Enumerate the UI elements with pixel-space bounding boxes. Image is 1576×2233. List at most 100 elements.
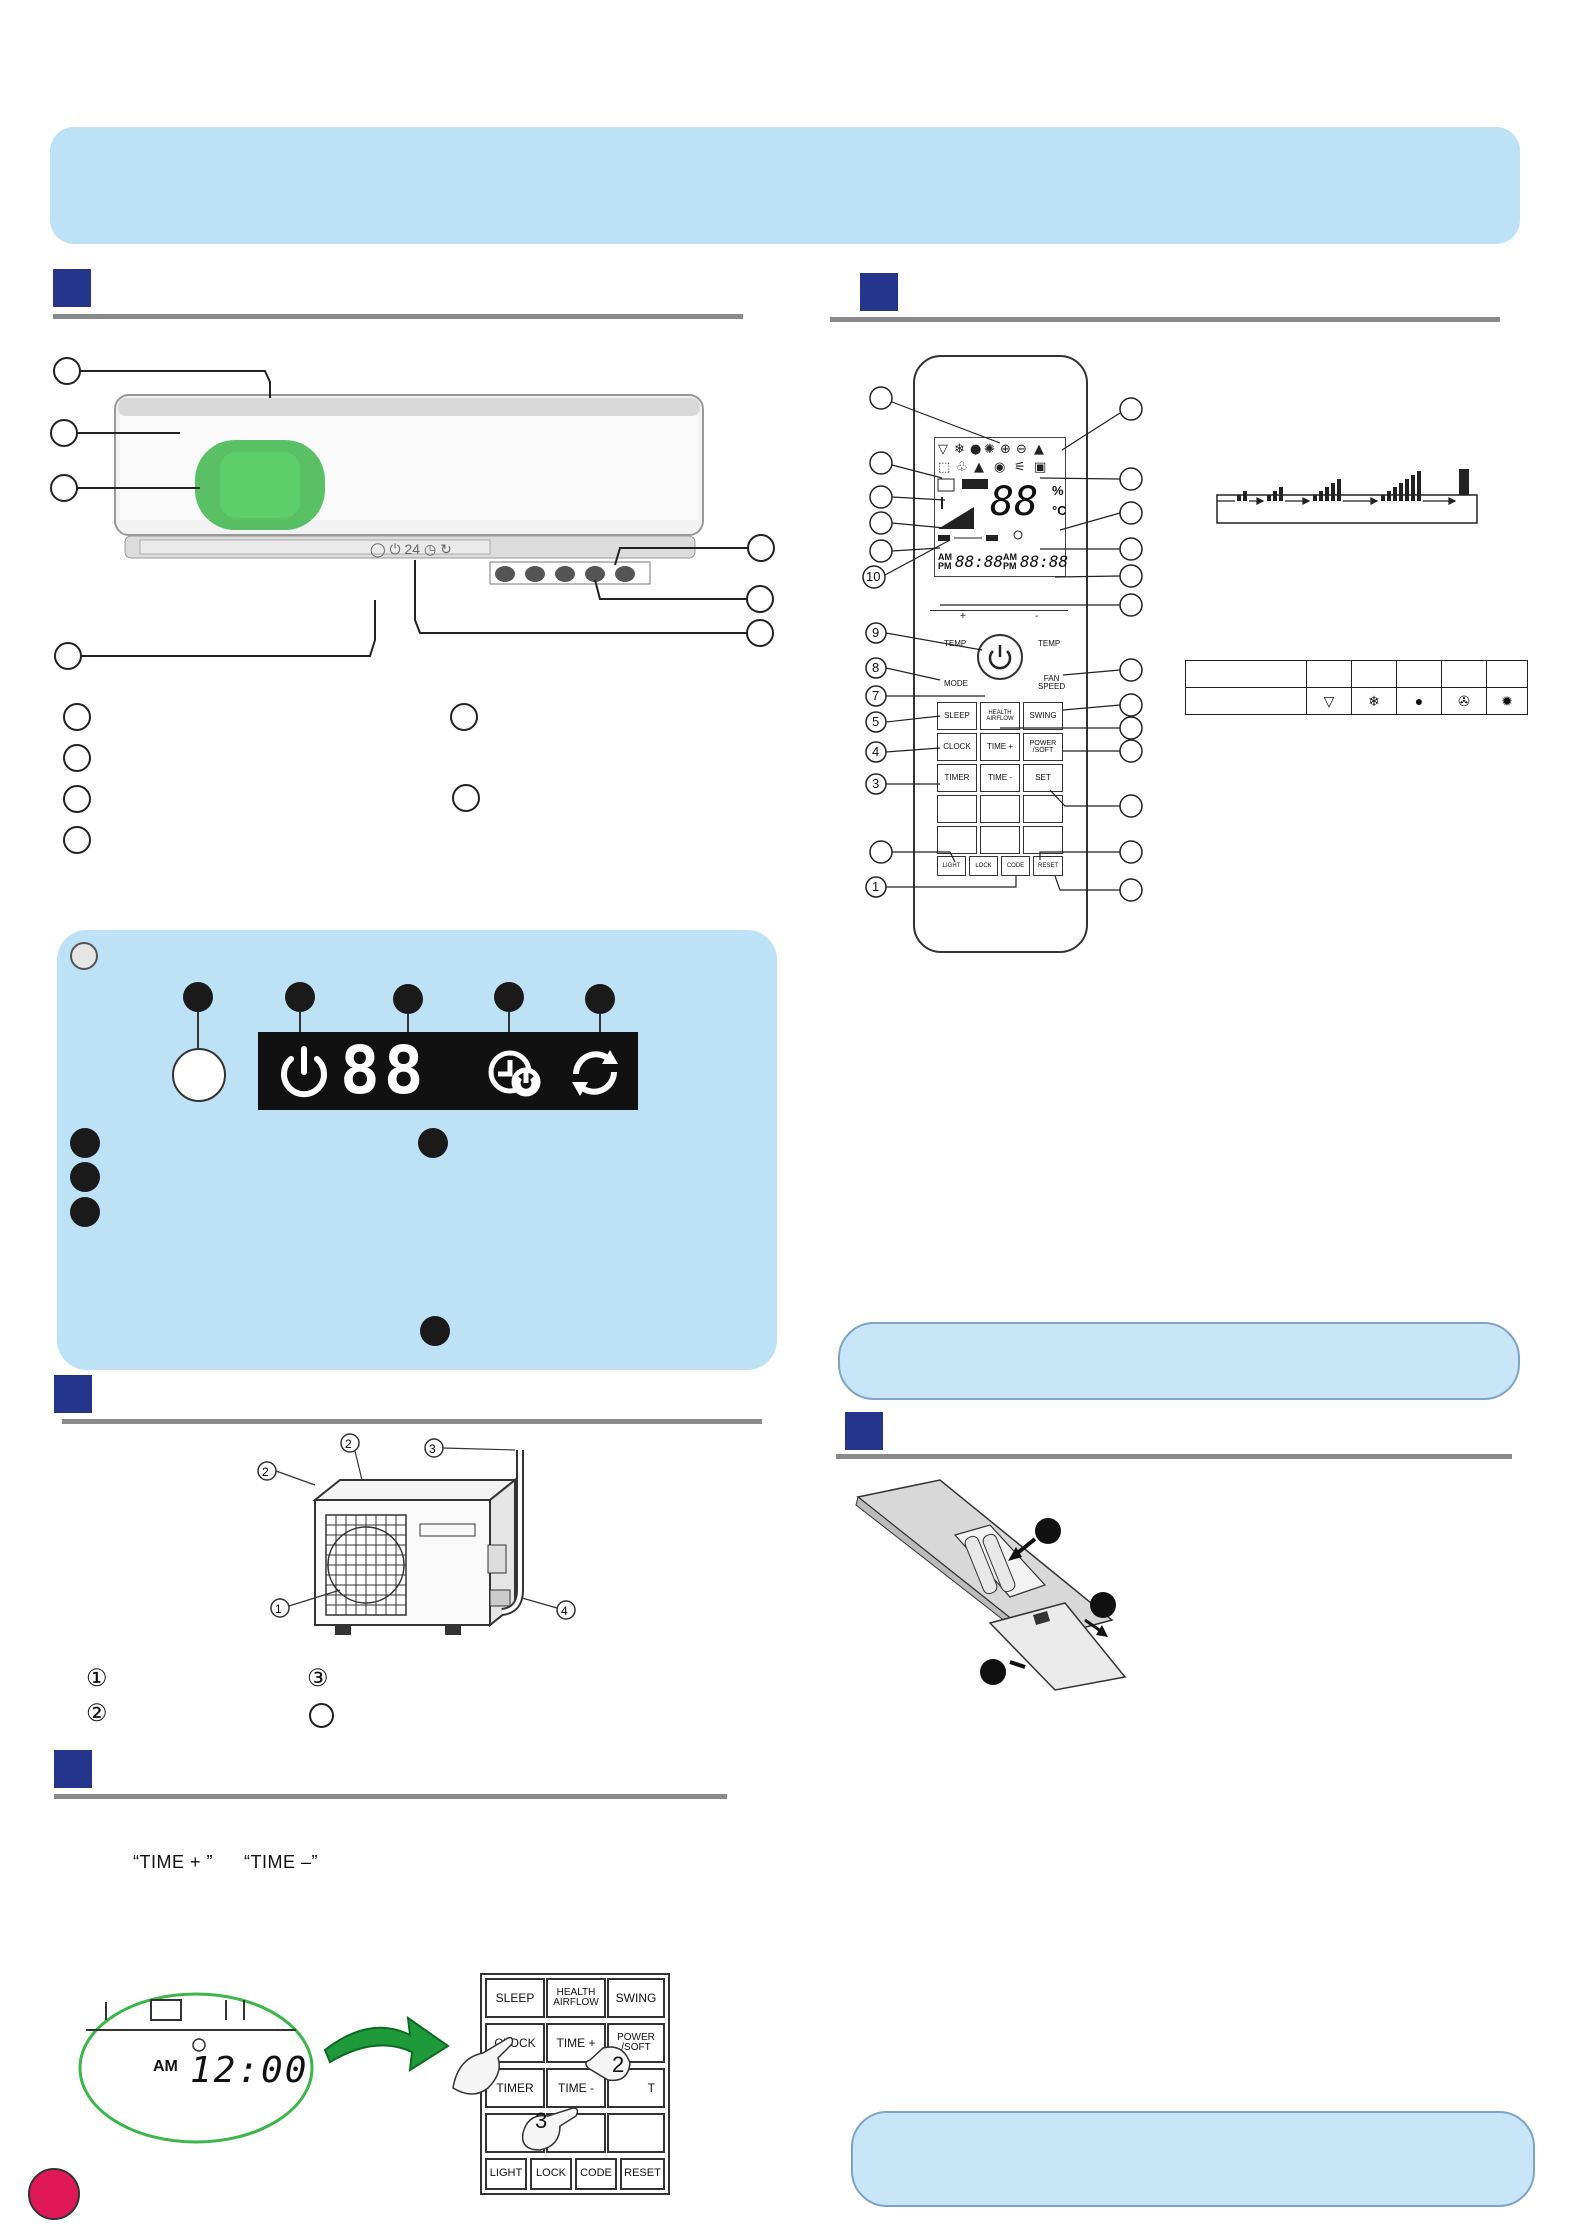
svg-text:♧: ♧	[956, 460, 968, 475]
svg-text:2: 2	[262, 1465, 269, 1479]
remote-clock-button[interactable]: CLOCK	[937, 733, 977, 761]
remote-blank-button[interactable]	[937, 795, 977, 823]
remote-time-plus-button[interactable]: TIME +	[980, 733, 1020, 761]
remote-blank-button[interactable]	[980, 826, 1020, 854]
keypad-timer-button[interactable]: TIMER	[485, 2068, 545, 2108]
remote-reset-button[interactable]: RESET	[1033, 856, 1063, 876]
remote-time-minus-button[interactable]: TIME -	[980, 764, 1020, 792]
clock-am-label: AM	[153, 2058, 178, 2075]
remote-callout-10: 10	[866, 569, 881, 584]
mode-table: ▽ ❄ ● ✇ ✹	[1185, 660, 1528, 715]
remote-code-button[interactable]: CODE	[1001, 856, 1030, 876]
legend-marker	[63, 826, 91, 854]
top-banner	[50, 127, 1520, 244]
remote-callout-3: 3	[872, 776, 880, 791]
remote-set-button[interactable]: SET	[1023, 764, 1063, 792]
page-marker	[28, 2168, 80, 2220]
clock-zoom-illustration	[78, 1992, 314, 2144]
sun-icon: ✹	[1486, 687, 1528, 715]
remote-health-airflow-button[interactable]: HEALTH AIRFLOW	[980, 702, 1020, 730]
legend-marker	[63, 785, 91, 813]
section-rule-indoor-unit	[53, 314, 743, 319]
keypad-code-button[interactable]: CODE	[575, 2158, 617, 2190]
display-callout-dot	[393, 984, 423, 1014]
svg-text:⊖: ⊖	[1016, 442, 1027, 457]
display-callout-dot	[183, 982, 213, 1012]
remote-swing-button[interactable]: SWING	[1023, 702, 1063, 730]
remote-lcd-percent: %	[1052, 483, 1064, 498]
keypad-light-button[interactable]: LIGHT	[485, 2158, 527, 2190]
remote-lcd-icons: ▽❄●✺⊕⊖▲ ⬚♧▲◉⚟▣	[937, 442, 1046, 541]
outdoor-unit-illustration: 2 3 2 1 4	[257, 1433, 576, 1635]
remote-light-button[interactable]: LIGHT	[937, 856, 966, 876]
keypad-health-airflow-button[interactable]: HEALTH AIRFLOW	[546, 1978, 606, 2018]
remote-sleep-button[interactable]: SLEEP	[937, 702, 977, 730]
section-rule-batteries	[836, 1454, 1512, 1459]
clock-time-display: 12:00	[190, 2050, 309, 2091]
legend-marker	[452, 784, 480, 812]
remote-blank-button[interactable]	[1023, 826, 1063, 854]
display-callout-dot	[285, 982, 315, 1012]
remote-lock-button[interactable]: LOCK	[969, 856, 998, 876]
panel-bullet-dot	[70, 1128, 100, 1158]
remote-lcd	[934, 437, 1066, 577]
legend-marker	[63, 703, 91, 731]
remote-blank-button[interactable]	[980, 795, 1020, 823]
keypad-swing-button[interactable]: SWING	[607, 1978, 665, 2018]
panel-bullet-dot	[420, 1316, 450, 1346]
drop-icon: ●	[1396, 687, 1442, 715]
step-2-label: 2	[612, 2052, 625, 2077]
power-icon	[988, 645, 1012, 670]
remote-power-button[interactable]	[977, 634, 1023, 680]
remote-timer-button[interactable]: TIMER	[937, 764, 977, 792]
section-marker-outdoor-unit	[54, 1375, 92, 1413]
section-rule-remote	[830, 317, 1500, 322]
remote-lcd-time-2: 88:88	[1020, 552, 1069, 571]
svg-text:●: ●	[970, 442, 981, 457]
outdoor-legend-2: ②	[86, 1700, 108, 1727]
svg-text:▣: ▣	[1034, 460, 1046, 475]
arrow-icon	[323, 2015, 450, 2072]
keypad-lock-button[interactable]: LOCK	[530, 2158, 572, 2190]
remote-fan-speed-button[interactable]: FAN SPEED	[1038, 674, 1066, 691]
remote-temp-area	[930, 610, 1068, 691]
timer-icon	[488, 1050, 541, 1097]
remote-temp-down-button[interactable]: TEMP	[1038, 639, 1061, 648]
legend-marker	[450, 703, 478, 731]
keypad-time-minus-button[interactable]: TIME -	[546, 2068, 606, 2108]
keypad-reset-button[interactable]: RESET	[620, 2158, 665, 2190]
fan-icon: ✇	[1441, 687, 1487, 715]
remote-blank-button[interactable]	[1023, 795, 1063, 823]
note-box-batteries	[851, 2111, 1535, 2207]
remote-blank-button[interactable]	[937, 826, 977, 854]
display-callout-dot	[494, 982, 524, 1012]
svg-text:4: 4	[561, 1604, 568, 1618]
remote-power-soft-button[interactable]: POWER /SOFT	[1023, 733, 1063, 761]
note-box-remote	[838, 1322, 1520, 1400]
quote-time-buttons: “TIME + ” “TIME –”	[133, 1852, 318, 1873]
indoor-unit-illustration: ◯ ⏻ 24 ◷ ↻	[50, 357, 775, 670]
section-marker-indoor-unit	[53, 269, 91, 307]
remote-lcd-pm: PM	[938, 561, 952, 571]
svg-text:◉: ◉	[994, 460, 1005, 475]
svg-text:⬚: ⬚	[938, 460, 950, 475]
remote-lcd-temp: 88	[990, 479, 1039, 525]
fan-speed-diagram	[1216, 469, 1478, 524]
keypad-blank-button[interactable]	[607, 2113, 665, 2153]
outdoor-legend-3: ③	[307, 1665, 329, 1692]
remote-mode-button[interactable]: MODE	[944, 679, 968, 688]
panel-bullet-dot	[70, 1162, 100, 1192]
remote-temp-up-button[interactable]: TEMP	[944, 639, 967, 648]
section-marker-clock	[54, 1750, 92, 1788]
legend-marker	[309, 1703, 334, 1728]
svg-text:1: 1	[275, 1602, 282, 1616]
auto-icon: ▽	[1306, 687, 1352, 715]
remote-lcd-time-1: 88:88	[955, 552, 1004, 571]
remote-callout-5: 5	[872, 714, 880, 729]
keypad-sleep-button[interactable]: SLEEP	[485, 1978, 545, 2018]
remote-temp-plus-sign: +	[960, 611, 966, 622]
panel-bullet-dot	[70, 1197, 100, 1227]
section-rule-clock	[54, 1794, 727, 1799]
